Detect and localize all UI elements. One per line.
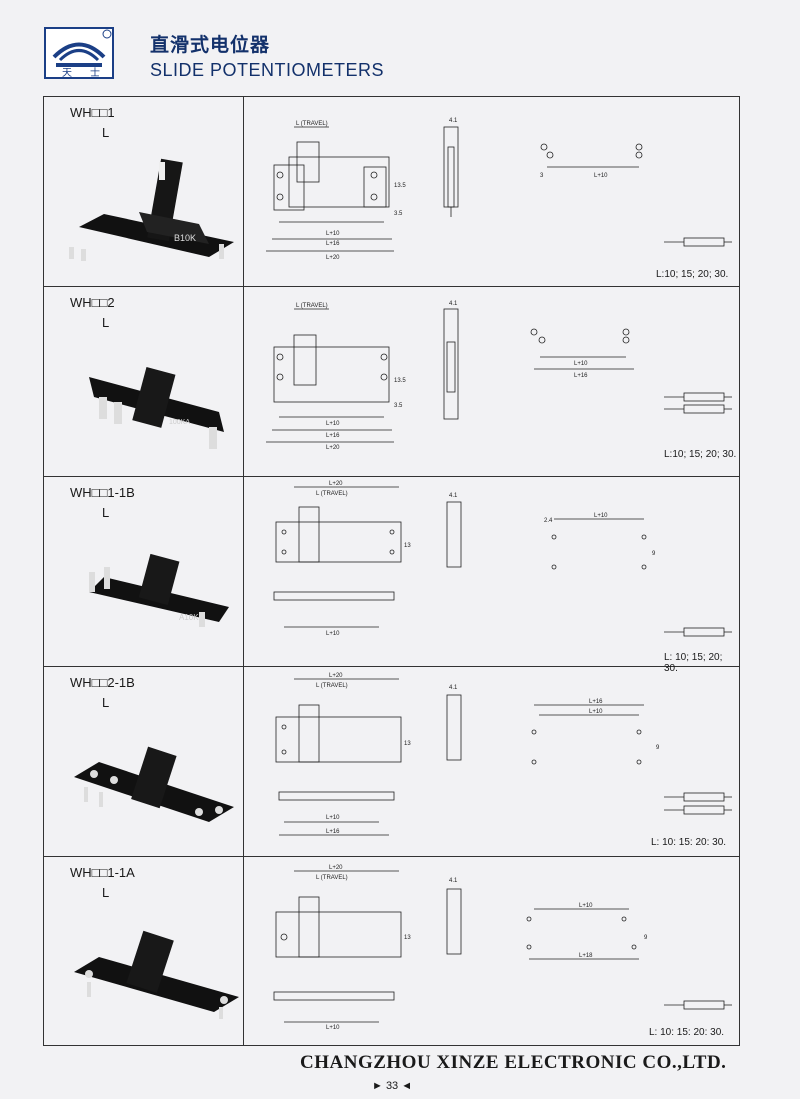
company-logo: 天 士: [44, 27, 114, 79]
length-options: L: 10: 15: 20: 30.: [651, 837, 727, 848]
company-name: CHANGZHOU XINZE ELECTRONIC CO.,LTD.: [300, 1052, 727, 1073]
svg-text:L+20: L+20: [326, 445, 340, 451]
svg-text:4.1: 4.1: [449, 118, 458, 124]
svg-text:2.4: 2.4: [544, 518, 553, 524]
svg-text:3.5: 3.5: [394, 403, 403, 409]
product-row: WH□□2-1B L L+20 L (TRAVEL) L+10 L+16: [44, 667, 739, 857]
product-cell: WH□□2 L 100KA: [44, 287, 244, 476]
svg-text:3: 3: [540, 173, 544, 179]
svg-text:B10K: B10K: [174, 233, 196, 243]
svg-text:L+10: L+10: [589, 709, 603, 715]
model-number: WH□□2: [70, 295, 115, 310]
product-cell: WH□□1 L B10K: [44, 97, 244, 286]
svg-text:3.5: 3.5: [394, 211, 403, 217]
length-options: L:10; 15; 20; 30.: [664, 449, 737, 460]
svg-text:L (TRAVEL): L (TRAVEL): [296, 303, 328, 309]
svg-text:L+10: L+10: [326, 815, 340, 821]
length-options: L: 10: 15: 20: 30.: [649, 1027, 725, 1038]
svg-text:4.1: 4.1: [449, 301, 458, 307]
svg-text:L+16: L+16: [326, 433, 340, 439]
svg-text:L+16: L+16: [326, 241, 340, 247]
svg-text:L+10: L+10: [579, 903, 593, 909]
potentiometer-photo: A10K: [89, 553, 229, 627]
product-cell: WH□□2-1B L: [44, 667, 244, 856]
svg-text:13: 13: [404, 543, 411, 549]
technical-drawing: L+20 L (TRAVEL) L+10 L+16 4.1 13 L+16 L+…: [244, 667, 739, 856]
svg-text:天: 天: [62, 68, 72, 79]
svg-text:L+10: L+10: [594, 173, 608, 179]
svg-text:L+20: L+20: [329, 865, 343, 871]
svg-text:13: 13: [404, 935, 411, 941]
svg-text:4.1: 4.1: [449, 878, 458, 884]
svg-text:100KA: 100KA: [169, 419, 190, 426]
svg-text:9: 9: [644, 935, 648, 941]
svg-text:L (TRAVEL): L (TRAVEL): [296, 121, 328, 127]
svg-text:13.5: 13.5: [394, 183, 406, 189]
page-number: ► 33 ◄: [372, 1080, 413, 1092]
svg-text:4.1: 4.1: [449, 493, 458, 499]
length-options: L: 10; 15; 20; 30.: [664, 652, 723, 674]
length-symbol: L: [102, 695, 110, 710]
model-number: WH□□1-1B: [70, 485, 135, 500]
svg-text:A10K: A10K: [179, 613, 199, 622]
model-number: WH□□2-1B: [70, 675, 135, 690]
svg-text:L+20: L+20: [326, 255, 340, 261]
technical-drawing: L+20 L (TRAVEL) L+10 4.1 13 2.4 L+10 9 L…: [244, 477, 739, 674]
svg-text:13.5: 13.5: [394, 378, 406, 384]
length-symbol: L: [102, 505, 110, 520]
product-cell: WH□□1-1A L: [44, 857, 244, 1045]
svg-text:L (TRAVEL): L (TRAVEL): [316, 491, 348, 497]
product-cell: WH□□1-1B L A10K: [44, 477, 244, 666]
svg-text:L+20: L+20: [329, 673, 343, 679]
length-options: L:10; 15; 20; 30.: [656, 269, 729, 280]
svg-text:L+10: L+10: [594, 513, 608, 519]
potentiometer-photo: B10K: [69, 158, 234, 261]
length-symbol: L: [102, 315, 110, 330]
svg-text:L+18: L+18: [579, 953, 593, 959]
svg-text:L+16: L+16: [574, 373, 588, 379]
model-number: WH□□1: [70, 105, 115, 120]
svg-text:L (TRAVEL): L (TRAVEL): [316, 683, 348, 689]
svg-text:4.1: 4.1: [449, 685, 458, 691]
length-symbol: L: [102, 125, 110, 140]
svg-text:L+10: L+10: [326, 421, 340, 427]
technical-drawing: L (TRAVEL) L+10 L+16 L+20 4.1 13.5 3.5 L…: [244, 287, 739, 476]
svg-text:L+10: L+10: [326, 231, 340, 237]
svg-text:9: 9: [656, 745, 660, 751]
technical-drawing: L+20 L (TRAVEL) L+10 4.1 13 L+10 L+18 9 …: [244, 857, 739, 1045]
product-row: WH□□1 L B10K L (TRAVEL): [44, 97, 739, 287]
svg-text:13: 13: [404, 741, 411, 747]
page-title-english: SLIDE POTENTIOMETERS: [150, 60, 385, 80]
potentiometer-photo: 100KA: [89, 367, 224, 449]
svg-text:L+10: L+10: [574, 361, 588, 367]
potentiometer-photo: [74, 930, 239, 1019]
product-row: WH□□1-1A L L+20 L (TRAVEL) L+10 4.1: [44, 857, 739, 1045]
svg-text:L+16: L+16: [589, 699, 603, 705]
product-row: WH□□2 L 100KA L (TRAVEL) L+10 L+16 L+20: [44, 287, 739, 477]
technical-drawing: L (TRAVEL) L+10 L+16 L+20 4.1 13.5 3.5: [244, 97, 739, 286]
svg-text:L+16: L+16: [326, 829, 340, 835]
svg-text:L+20: L+20: [329, 481, 343, 487]
product-table: WH□□1 L B10K L (TRAVEL): [43, 96, 740, 1046]
svg-text:L+10: L+10: [326, 631, 340, 637]
svg-text:9: 9: [652, 551, 656, 557]
potentiometer-photo: [74, 746, 234, 822]
page-title-chinese: 直滑式电位器: [150, 34, 271, 56]
product-row: WH□□1-1B L A10K L+20 L (TRAVEL) L+10: [44, 477, 739, 674]
svg-text:L (TRAVEL): L (TRAVEL): [316, 875, 348, 881]
svg-text:士: 士: [90, 66, 100, 79]
length-symbol: L: [102, 885, 110, 900]
model-number: WH□□1-1A: [70, 865, 135, 880]
svg-text:L+10: L+10: [326, 1025, 340, 1031]
